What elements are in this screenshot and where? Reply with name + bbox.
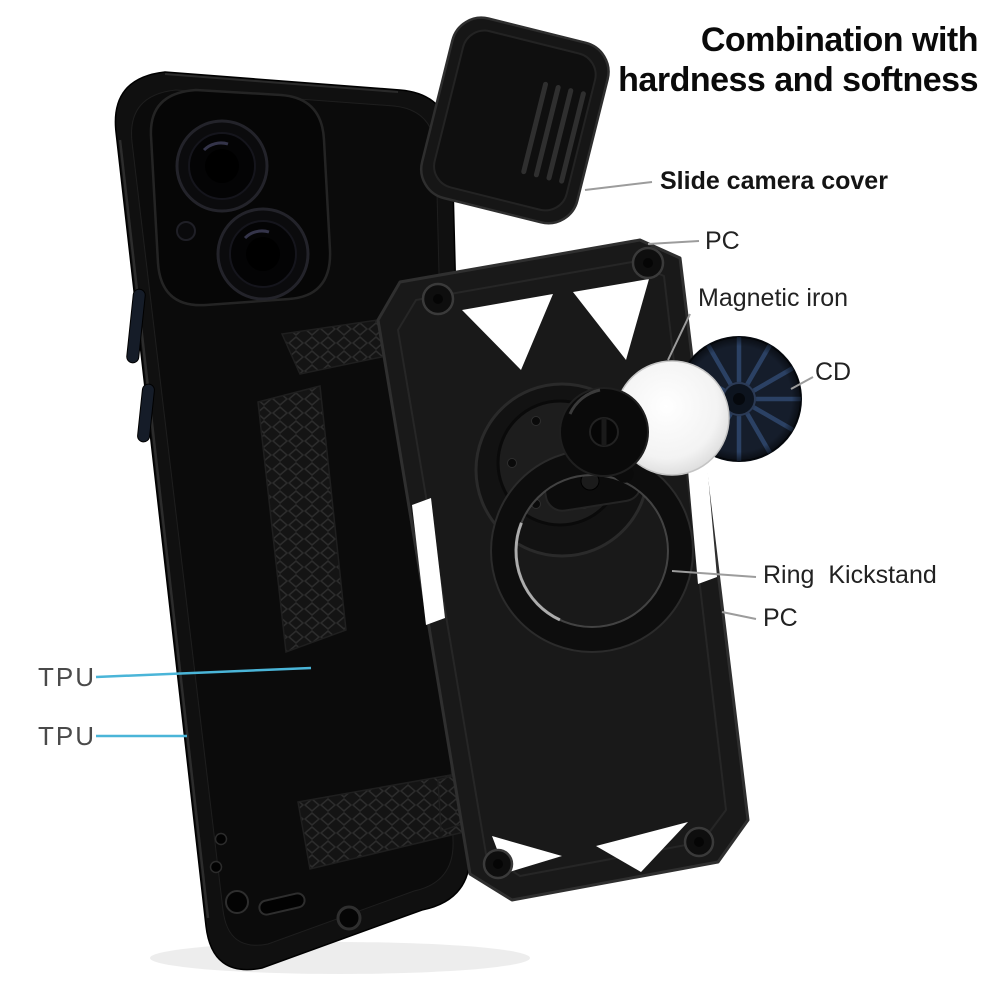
callout-magnetic-iron: Magnetic iron <box>698 284 849 312</box>
camera-lens-top <box>175 119 269 213</box>
camera-island <box>149 88 332 307</box>
slide-grooves <box>521 81 586 184</box>
callout-pc-top: PC <box>705 227 740 255</box>
callout-ring-kickstand: Ring Kickstand <box>763 561 937 589</box>
tpu-callout-lines <box>95 666 312 738</box>
line-tpu-upper <box>95 666 312 679</box>
line-cd <box>790 376 814 390</box>
callout-lines <box>584 181 814 620</box>
callout-cd: CD <box>815 358 852 386</box>
speaker-hole <box>225 890 249 914</box>
hub-cap <box>559 387 649 483</box>
screw-hole <box>336 905 362 931</box>
line-ring-kickstand <box>671 570 757 578</box>
callout-pc-bottom: PC <box>763 604 798 632</box>
callout-slide-camera-cover: Slide camera cover <box>660 167 888 195</box>
case-top-edge-highlight <box>164 73 399 93</box>
mic-hole <box>214 832 228 846</box>
slide-camera-cover <box>419 16 610 225</box>
corner-screws <box>421 246 715 880</box>
case-left-edge-highlight <box>118 139 210 919</box>
ground-shadow <box>150 942 530 974</box>
headline-line2: hardness and softness <box>618 61 978 100</box>
line-pc-bottom <box>721 611 757 620</box>
headline-line1: Combination with <box>700 21 979 59</box>
plate-cutouts <box>412 279 717 873</box>
ring-metal-glint <box>514 473 670 629</box>
flash-led <box>176 221 196 241</box>
line-magnetic-iron <box>667 313 691 361</box>
headline: Combination with hardness and softness <box>618 20 978 100</box>
bottom-ports <box>209 832 362 931</box>
cd-center-hole <box>733 393 745 405</box>
callout-tpu-lower: TPU <box>38 721 96 751</box>
line-pc-top <box>647 240 700 245</box>
camera-lens-bottom <box>216 207 310 301</box>
line-slide-camera-cover <box>584 181 653 191</box>
charging-port <box>258 892 306 916</box>
callout-tpu-upper: TPU <box>38 662 96 692</box>
volume-buttons <box>126 288 155 443</box>
mic-hole <box>209 860 223 874</box>
